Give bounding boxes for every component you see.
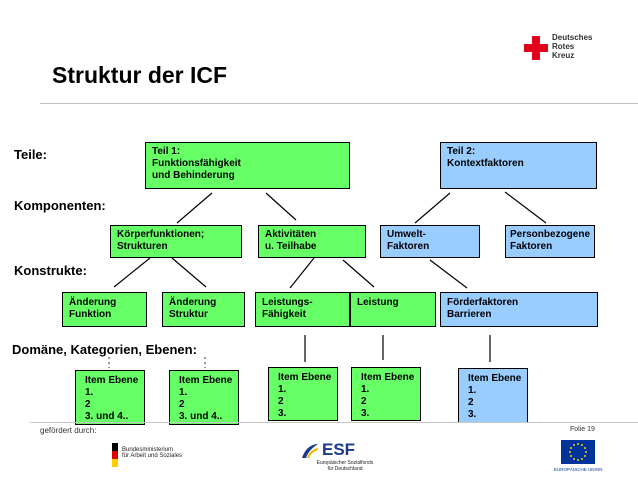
box-leistungsfaehigkeit: Leistungs-Fähigkeit: [255, 292, 350, 327]
ministry-logo: Bundesministerium für Arbeit und Soziale…: [112, 443, 192, 473]
esf-swoosh-icon: [302, 444, 319, 459]
eu-text: EUROPÄISCHE UNION: [554, 467, 603, 472]
box-umweltfaktoren: Umwelt-Faktoren: [380, 225, 480, 258]
drk-logo: Deutsches Rotes Kreuz: [520, 26, 600, 66]
gefoerdert-label: gefördert durch:: [40, 426, 97, 435]
connector: [504, 191, 547, 224]
esf-logo: ESF Europäischer Sozialfonds für Deutsch…: [300, 440, 380, 478]
ministry-line-1: Bundesministerium: [122, 447, 174, 453]
connector: [171, 257, 207, 288]
label-komponenten: Komponenten:: [14, 198, 106, 213]
box-teil-2: Teil 2:Kontextfaktoren: [440, 142, 597, 189]
ministry-line-2: für Arbeit und Soziales: [122, 453, 183, 459]
connector: [414, 192, 451, 224]
red-cross-icon: [524, 36, 548, 60]
connector: [289, 257, 315, 289]
page-title: Struktur der ICF: [52, 62, 228, 88]
logo-line-1: Deutsches: [552, 33, 593, 42]
logo-line-3: Kreuz: [552, 51, 575, 60]
connector: [176, 192, 213, 224]
esf-sub-line-2: für Deutschland: [327, 466, 363, 472]
esf-sub-line-1: Europäischer Sozialfonds: [316, 460, 374, 466]
connector: [342, 259, 375, 288]
logo-line-2: Rotes: [552, 42, 575, 51]
german-flag-icon: [112, 443, 118, 467]
eu-logo: EUROPÄISCHE UNION: [554, 440, 603, 476]
box-leistung: Leistung: [350, 292, 436, 327]
title-divider: [40, 103, 638, 104]
connector: [113, 257, 151, 288]
slide-number: Folie 19: [570, 426, 595, 433]
footer-divider: [30, 422, 638, 423]
esf-text: ESF: [322, 440, 356, 459]
connector: [265, 192, 297, 221]
connector: [429, 259, 468, 289]
eu-flag-icon: [561, 440, 595, 464]
label-teile: Teile:: [14, 147, 47, 162]
label-domaenen: Domäne, Kategorien, Ebenen:: [12, 342, 197, 357]
label-konstrukte: Konstrukte:: [14, 263, 87, 278]
box-koerperfunktionen: Körperfunktionen;Strukturen: [110, 225, 242, 258]
